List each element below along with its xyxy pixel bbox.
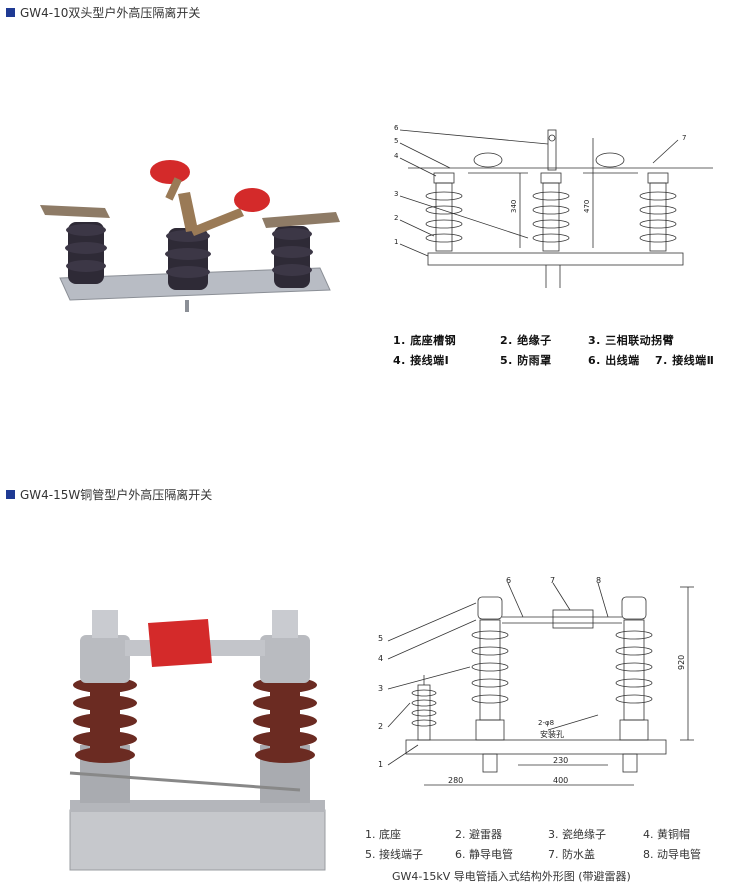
callout-1: 1 xyxy=(378,760,383,769)
section-2-title: GW4-15W铜管型户外高压隔离开关 xyxy=(6,486,212,503)
callout-5: 5 xyxy=(378,634,383,643)
callout-4: 4 xyxy=(378,654,383,663)
dim-mount-hole: 安装孔 xyxy=(540,729,564,739)
switch-photo-1 xyxy=(40,160,340,312)
callout-3: 3 xyxy=(378,684,383,693)
legend-2-item-3: 3. 瓷绝缘子 xyxy=(548,828,606,841)
switch-diagram-1: 6 5 4 3 2 1 7 340 470 xyxy=(394,124,713,288)
legend-1-item-3: 3. 三相联动拐臂 xyxy=(588,334,675,347)
legend-2-item-1: 1. 底座 xyxy=(365,828,401,841)
diagram-2-caption: GW4-15kV 导电管插入式结构外形图 (带避雷器) xyxy=(392,870,631,883)
legend-2-item-7: 7. 防水盖 xyxy=(548,848,595,861)
legend-2-item-6: 6. 静导电管 xyxy=(455,848,513,861)
callout-3: 3 xyxy=(394,190,398,198)
dim-2-phi8: 2-φ8 xyxy=(538,719,554,727)
callout-8: 8 xyxy=(596,576,601,585)
callout-6: 6 xyxy=(394,124,399,132)
callout-2: 2 xyxy=(378,722,383,731)
dim-920: 920 xyxy=(677,655,686,670)
legend-1-item-7: 7. 接线端Ⅱ xyxy=(655,354,715,367)
callout-7: 7 xyxy=(682,134,686,142)
callout-6: 6 xyxy=(506,576,511,585)
callout-1: 1 xyxy=(394,238,398,246)
dim-230: 230 xyxy=(553,756,568,765)
callout-2: 2 xyxy=(394,214,398,222)
legend-2-item-2: 2. 避雷器 xyxy=(455,828,502,841)
legend-1-item-6: 6. 出线端 xyxy=(588,354,640,367)
legend-1-item-1: 1. 底座槽钢 xyxy=(393,334,457,347)
legend-2-item-8: 8. 动导电管 xyxy=(643,848,701,861)
legend-2-item-4: 4. 黄铜帽 xyxy=(643,828,690,841)
legend-1-item-4: 4. 接线端Ⅰ xyxy=(393,354,450,367)
section-bullet-icon xyxy=(6,8,15,17)
switch-diagram-2: 6 7 8 5 4 3 2 1 920 2-φ8 安装孔 230 280 400 xyxy=(378,576,694,786)
legend-2-item-5: 5. 接线端子 xyxy=(365,848,423,861)
legend-1-item-5: 5. 防雨罩 xyxy=(500,354,552,367)
callout-5: 5 xyxy=(394,137,398,145)
callout-4: 4 xyxy=(394,152,399,160)
callout-7: 7 xyxy=(550,576,555,585)
switch-photo-2 xyxy=(69,610,326,871)
dim-400: 400 xyxy=(553,776,568,785)
section-1-title: GW4-10双头型户外高压隔离开关 xyxy=(6,4,200,21)
legend-1-item-2: 2. 绝缘子 xyxy=(500,334,552,347)
dim-470: 470 xyxy=(583,200,591,213)
section-bullet-icon xyxy=(6,490,15,499)
dim-280: 280 xyxy=(448,776,463,785)
dim-340: 340 xyxy=(510,200,518,213)
